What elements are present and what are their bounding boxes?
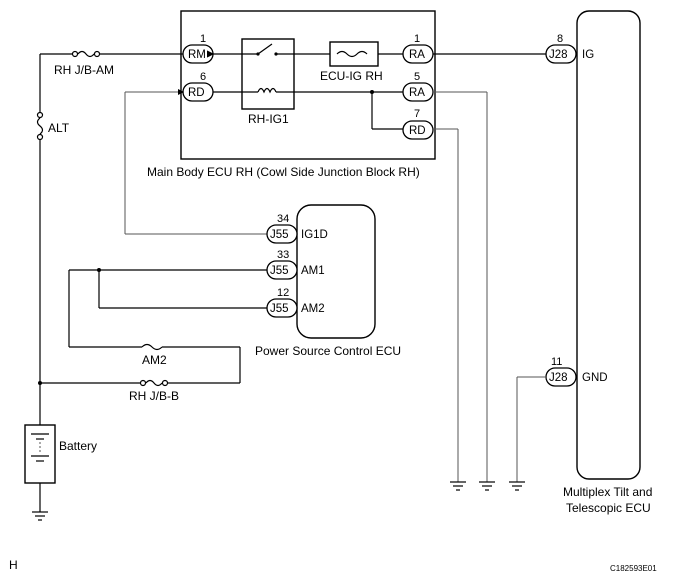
pin-j55-am1: 33 J55 AM1 [266,249,325,280]
rh-jb-b-label: RH J/B-B [129,389,179,403]
svg-text:J55: J55 [270,229,289,241]
svg-text:34: 34 [277,213,289,225]
pin-j55-am2: 12 J55 AM2 [266,287,325,318]
rh-jb-b-fuse-icon [145,379,163,387]
svg-text:AM1: AM1 [301,265,325,277]
am2-label: AM2 [142,353,167,367]
am2-fuse-icon [141,343,163,351]
svg-text:J55: J55 [270,265,289,277]
rh-jb-am-fuse-icon [77,50,95,58]
relay-coil-icon [213,87,372,94]
svg-text:11: 11 [551,356,562,368]
relay-switch-icon [207,43,330,58]
tilt-ecu-caption-2: Telescopic ECU [566,501,651,515]
power-source-ecu-caption: Power Source Control ECU [255,344,401,358]
ground-icon [450,481,466,491]
svg-text:J28: J28 [549,372,568,384]
svg-text:7: 7 [414,108,420,120]
ecu-ig-fuse-label: ECU-IG RH [320,69,383,83]
svg-text:GND: GND [582,372,608,384]
battery-icon [31,433,49,462]
svg-text:1: 1 [414,33,420,45]
svg-text:J28: J28 [549,49,568,61]
ground-icon [509,481,525,491]
svg-text:6: 6 [200,71,206,83]
svg-text:8: 8 [557,33,563,45]
corner-letter: H [9,558,18,572]
figure-code: C182593E01 [610,564,657,573]
svg-text:IG1D: IG1D [301,229,328,241]
svg-text:12: 12 [277,287,289,299]
pin-rd-6: 6 RD [182,71,214,102]
relay-label: RH-IG1 [248,112,289,126]
battery-label: Battery [59,439,97,453]
pin-j55-ig1d: 34 J55 IG1D [266,213,328,244]
svg-text:J55: J55 [270,303,289,315]
svg-text:RD: RD [409,125,426,137]
svg-text:RA: RA [409,49,425,61]
svg-text:AM2: AM2 [301,303,325,315]
svg-text:RA: RA [409,87,425,99]
alt-label: ALT [48,121,70,135]
alt-fuse-icon [36,117,44,135]
pin-j28-gnd: 11 J28 GND [545,356,608,387]
pin-rd-7: 7 RD [402,108,434,140]
main-body-ecu-caption: Main Body ECU RH (Cowl Side Junction Blo… [147,165,420,179]
ground-icon [479,481,495,491]
tilt-ecu-caption-1: Multiplex Tilt and [563,485,652,499]
battery-box [24,424,56,484]
svg-text:1: 1 [200,33,206,45]
svg-text:RD: RD [188,87,205,99]
relay-box [241,38,295,110]
fuse-icon [336,50,368,58]
tilt-ecu-box [576,10,641,480]
ground-icon [32,511,48,521]
svg-text:5: 5 [414,71,420,83]
svg-text:RM: RM [188,49,206,61]
rh-jb-am-label: RH J/B-AM [54,63,114,77]
svg-text:33: 33 [277,249,289,261]
pin-j28-ig: 8 J28 IG [545,33,594,64]
svg-text:IG: IG [582,49,594,61]
main-body-ecu-box [180,10,436,160]
